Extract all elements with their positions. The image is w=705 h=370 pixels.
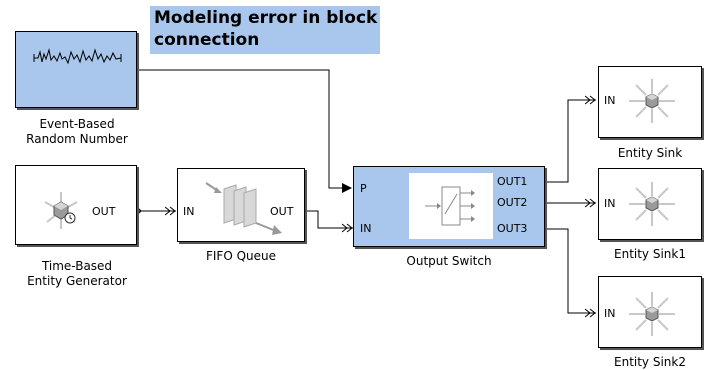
fifo-in-port: IN [183, 205, 195, 218]
entity-sink-block[interactable]: IN [598, 66, 702, 138]
switch-p-port: P [360, 182, 367, 195]
fifo-out-port: OUT [270, 205, 294, 218]
output-switch-label: Output Switch [406, 254, 492, 268]
sink1-in-port: IN [604, 197, 616, 210]
entity-line-out1-to-sink [545, 100, 596, 183]
entity-generator-label-line-1: Time-Based [41, 259, 113, 273]
annotation-line-2: connection [154, 30, 260, 50]
generator-out-port: OUT [92, 205, 116, 218]
switch-in-port: IN [360, 222, 372, 235]
switch-icon-panel [409, 173, 493, 239]
entity-line-out3-to-sink2 [545, 228, 596, 313]
sink-in-port: IN [604, 94, 616, 107]
annotation-line-1: Modeling error in block [154, 8, 378, 28]
entity-sink-icon [629, 79, 675, 123]
output-switch-block[interactable]: P IN OUT1 OUT2 OUT3 [353, 166, 545, 247]
switch-out1-port: OUT1 [497, 175, 528, 188]
entity-sink2-label: Entity Sink2 [614, 355, 686, 369]
entity-generator-label-line-2: Entity Generator [27, 274, 127, 288]
random-number-label-line-2: Random Number [26, 132, 128, 146]
entity-sink1-block[interactable]: IN [598, 168, 702, 240]
annotation-box: Modeling error in block connection [150, 6, 380, 54]
switch-out3-port: OUT3 [497, 222, 528, 235]
random-number-block[interactable] [15, 31, 137, 108]
random-number-label: Event-Based Random Number [16, 117, 138, 147]
entity-sink-label: Entity Sink [617, 146, 683, 160]
switch-out2-port: OUT2 [497, 196, 528, 209]
signal-line-random-to-p [137, 69, 352, 193]
entity-sink2-block[interactable]: IN [598, 276, 702, 348]
entity-line-fifo-to-switch [304, 210, 353, 228]
random-signal-icon [33, 48, 122, 65]
entity-generator-label: Time-Based Entity Generator [16, 259, 138, 289]
fifo-queue-block[interactable]: IN OUT [177, 168, 305, 242]
entity-sink-icon [629, 292, 675, 336]
entity-sink1-label: Entity Sink1 [614, 247, 686, 261]
sink2-in-port: IN [604, 307, 616, 320]
queue-icon [205, 182, 282, 235]
random-number-label-line-1: Event-Based [39, 117, 115, 131]
fifo-queue-label: FIFO Queue [205, 249, 277, 263]
entity-generator-block[interactable]: OUT [15, 165, 137, 245]
entity-generator-icon [44, 192, 78, 229]
switch-icon [425, 186, 475, 226]
entity-sink-icon [629, 182, 675, 226]
